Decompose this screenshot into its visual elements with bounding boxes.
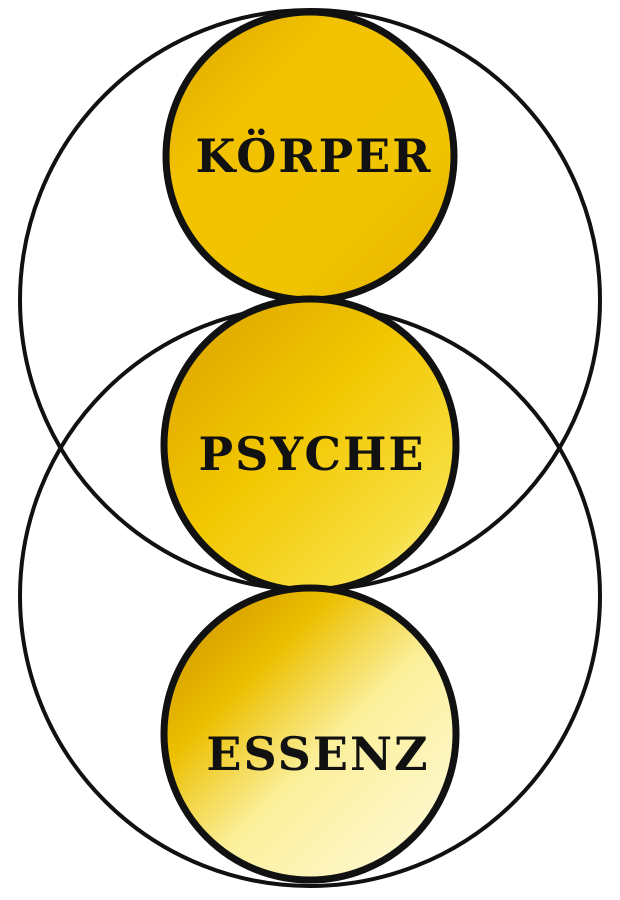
label-essenz: ESSENZ (206, 727, 429, 781)
circle-psyche: PSYCHE (160, 295, 460, 595)
circle-essenz: ESSENZ (160, 584, 460, 884)
label-koerper: KÖRPER (196, 128, 433, 183)
label-psyche: PSYCHE (199, 427, 426, 481)
circle-koerper: KÖRPER (162, 8, 458, 304)
